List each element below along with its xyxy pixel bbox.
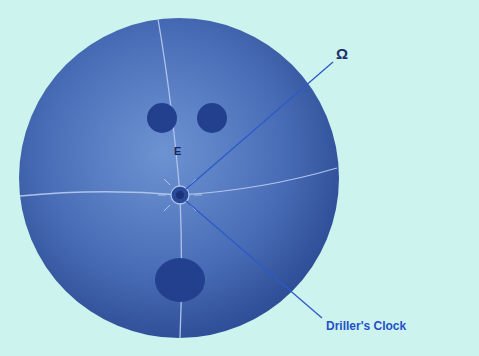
drillers-clock-label: Driller's Clock (326, 320, 406, 332)
omega-label: Ω (336, 46, 348, 61)
finger-hole (147, 103, 177, 133)
axis-lines (20, 19, 337, 338)
e-label: E (174, 146, 181, 157)
clock-leader-line (186, 201, 322, 318)
finger-hole (197, 103, 227, 133)
pin-rays (158, 179, 202, 211)
pin-dot (176, 191, 184, 199)
bowling-ball (19, 18, 339, 338)
omega-leader-line (186, 62, 333, 189)
thumb-hole (155, 258, 205, 302)
